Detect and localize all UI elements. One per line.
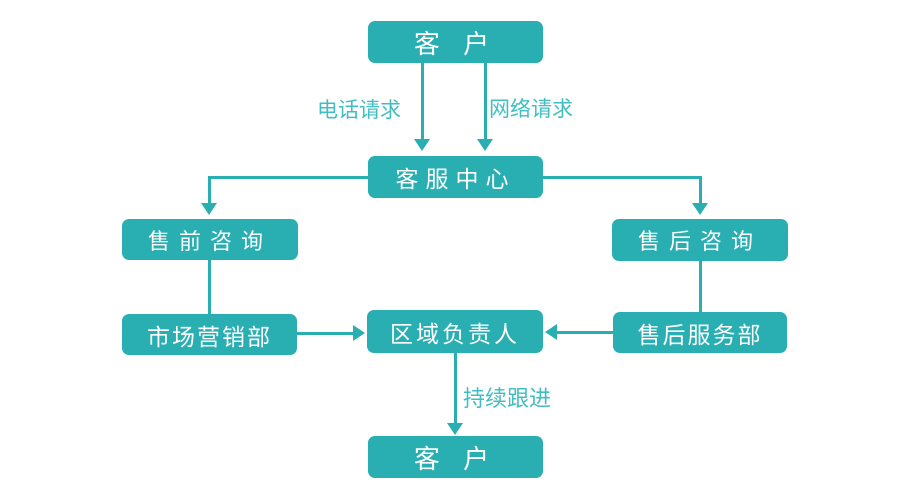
node-aftersales-consult: 售后咨询 <box>612 219 788 261</box>
node-service-center: 客服中心 <box>368 156 543 198</box>
edge-presales-marketing-line <box>208 260 211 314</box>
edge-followup-line <box>454 353 457 423</box>
edge-phone-line <box>421 63 424 139</box>
node-customer-bottom: 客 户 <box>368 436 543 478</box>
edge-phone-arrowhead-icon <box>414 139 430 151</box>
edge-service-presales-hline <box>208 176 368 179</box>
edge-service-aftersales-vline <box>699 176 702 205</box>
edge-service-aftersales-arrowhead-icon <box>692 203 708 215</box>
node-regional-manager: 区域负责人 <box>367 310 543 353</box>
node-customer-top: 客 户 <box>368 21 543 63</box>
edge-label-phone-request: 电话请求 <box>317 99 401 122</box>
edge-web-arrowhead-icon <box>477 139 493 151</box>
node-aftersales-service-dept: 售后服务部 <box>613 312 787 353</box>
edge-afterservice-regional-line <box>557 331 613 334</box>
node-marketing-dept: 市场营销部 <box>122 314 297 355</box>
edge-service-aftersales-hline <box>543 176 701 179</box>
edge-followup-arrowhead-icon <box>447 423 463 435</box>
edge-service-presales-arrowhead-icon <box>201 203 217 215</box>
edge-web-line <box>484 63 487 139</box>
edge-consult-service-line <box>699 261 702 312</box>
edge-label-web-request: 网络请求 <box>489 98 573 121</box>
node-presales-consult: 售前咨询 <box>122 219 298 260</box>
edge-service-presales-vline <box>208 176 211 205</box>
edge-label-follow-up: 持续跟进 <box>463 386 552 411</box>
edge-marketing-regional-arrowhead-icon <box>353 325 365 341</box>
edge-marketing-regional-line <box>297 332 354 335</box>
edge-afterservice-regional-arrowhead-icon <box>545 324 557 340</box>
